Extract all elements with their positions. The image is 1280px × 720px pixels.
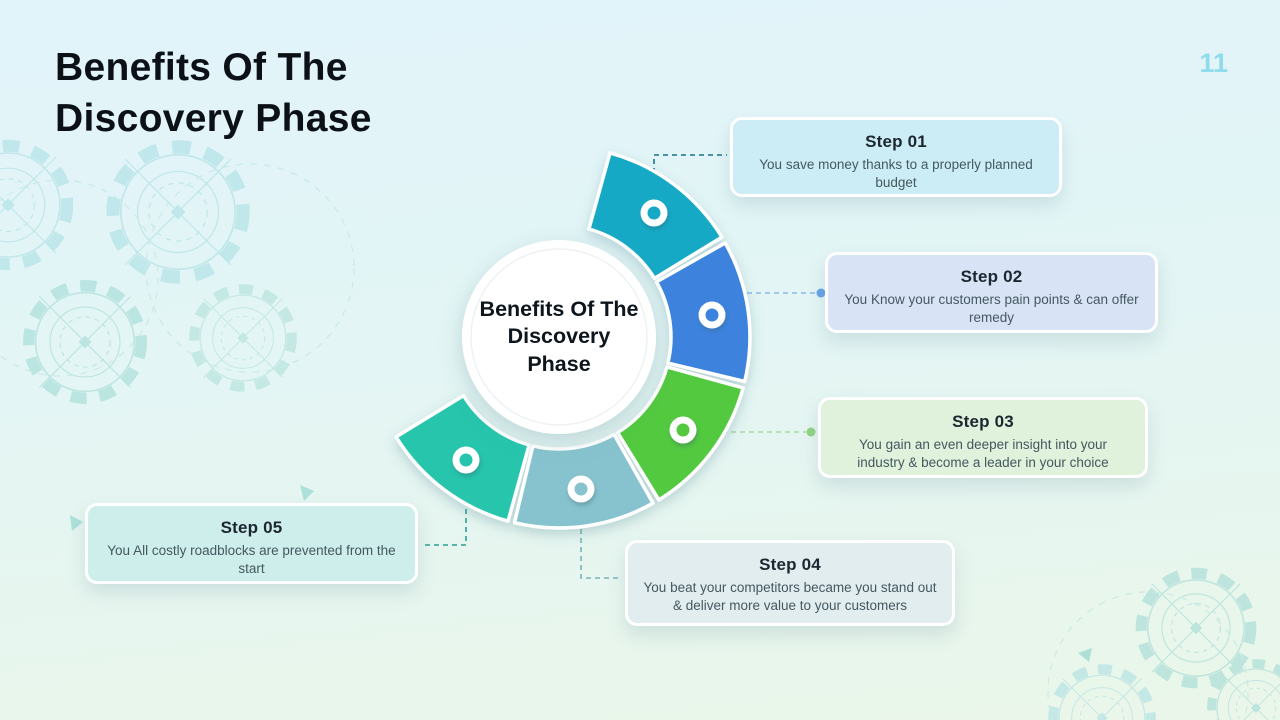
connector-endpoint-step-02: [816, 288, 826, 298]
step-card-03: Step 03 You gain an even deeper insight …: [818, 397, 1148, 478]
page-number: 11: [1199, 48, 1228, 78]
diagram-center-label: Benefits Of The Discovery Phase: [479, 296, 639, 376]
center-circle: [462, 240, 656, 434]
step-card-01: Step 01 You save money thanks to a prope…: [730, 117, 1062, 197]
connector-step-01: [653, 154, 727, 200]
step-card-03-text: You gain an even deeper insight into you…: [857, 437, 1109, 470]
step-card-05: Step 05 You All costly roadblocks are pr…: [85, 503, 418, 584]
connector-step-05: [421, 473, 467, 546]
step-card-05-title: Step 05: [220, 518, 283, 537]
marker-hole-step-04: [574, 482, 588, 496]
center-circle-inner-ring: [470, 248, 648, 426]
marker-hole-step-01: [647, 206, 661, 220]
slide-title-line1: Benefits Of The: [55, 46, 348, 89]
marker-hole-step-05: [459, 453, 473, 467]
step-card-01-title: Step 01: [865, 132, 927, 151]
step-card-04-title: Step 04: [759, 555, 821, 574]
marker-hole-step-02: [705, 308, 719, 322]
connector-step-04: [580, 502, 622, 579]
marker-hole-step-03: [676, 423, 690, 437]
slide-title: Benefits Of The Discovery Phase: [55, 42, 372, 145]
step-card-04: Step 04 You beat your competitors became…: [625, 540, 955, 626]
step-card-01-text: You save money thanks to a properly plan…: [759, 157, 1033, 190]
step-card-02-text: You Know your customers pain points & ca…: [844, 292, 1139, 325]
step-card-04-text: You beat your competitors became you sta…: [643, 580, 937, 613]
step-card-03-title: Step 03: [952, 412, 1014, 431]
step-card-02: Step 02 You Know your customers pain poi…: [825, 252, 1158, 333]
slide-title-line2: Discovery Phase: [55, 97, 372, 141]
connector-endpoint-step-03: [806, 427, 816, 437]
step-card-05-text: You All costly roadblocks are prevented …: [107, 543, 396, 576]
step-card-02-title: Step 02: [960, 267, 1023, 286]
